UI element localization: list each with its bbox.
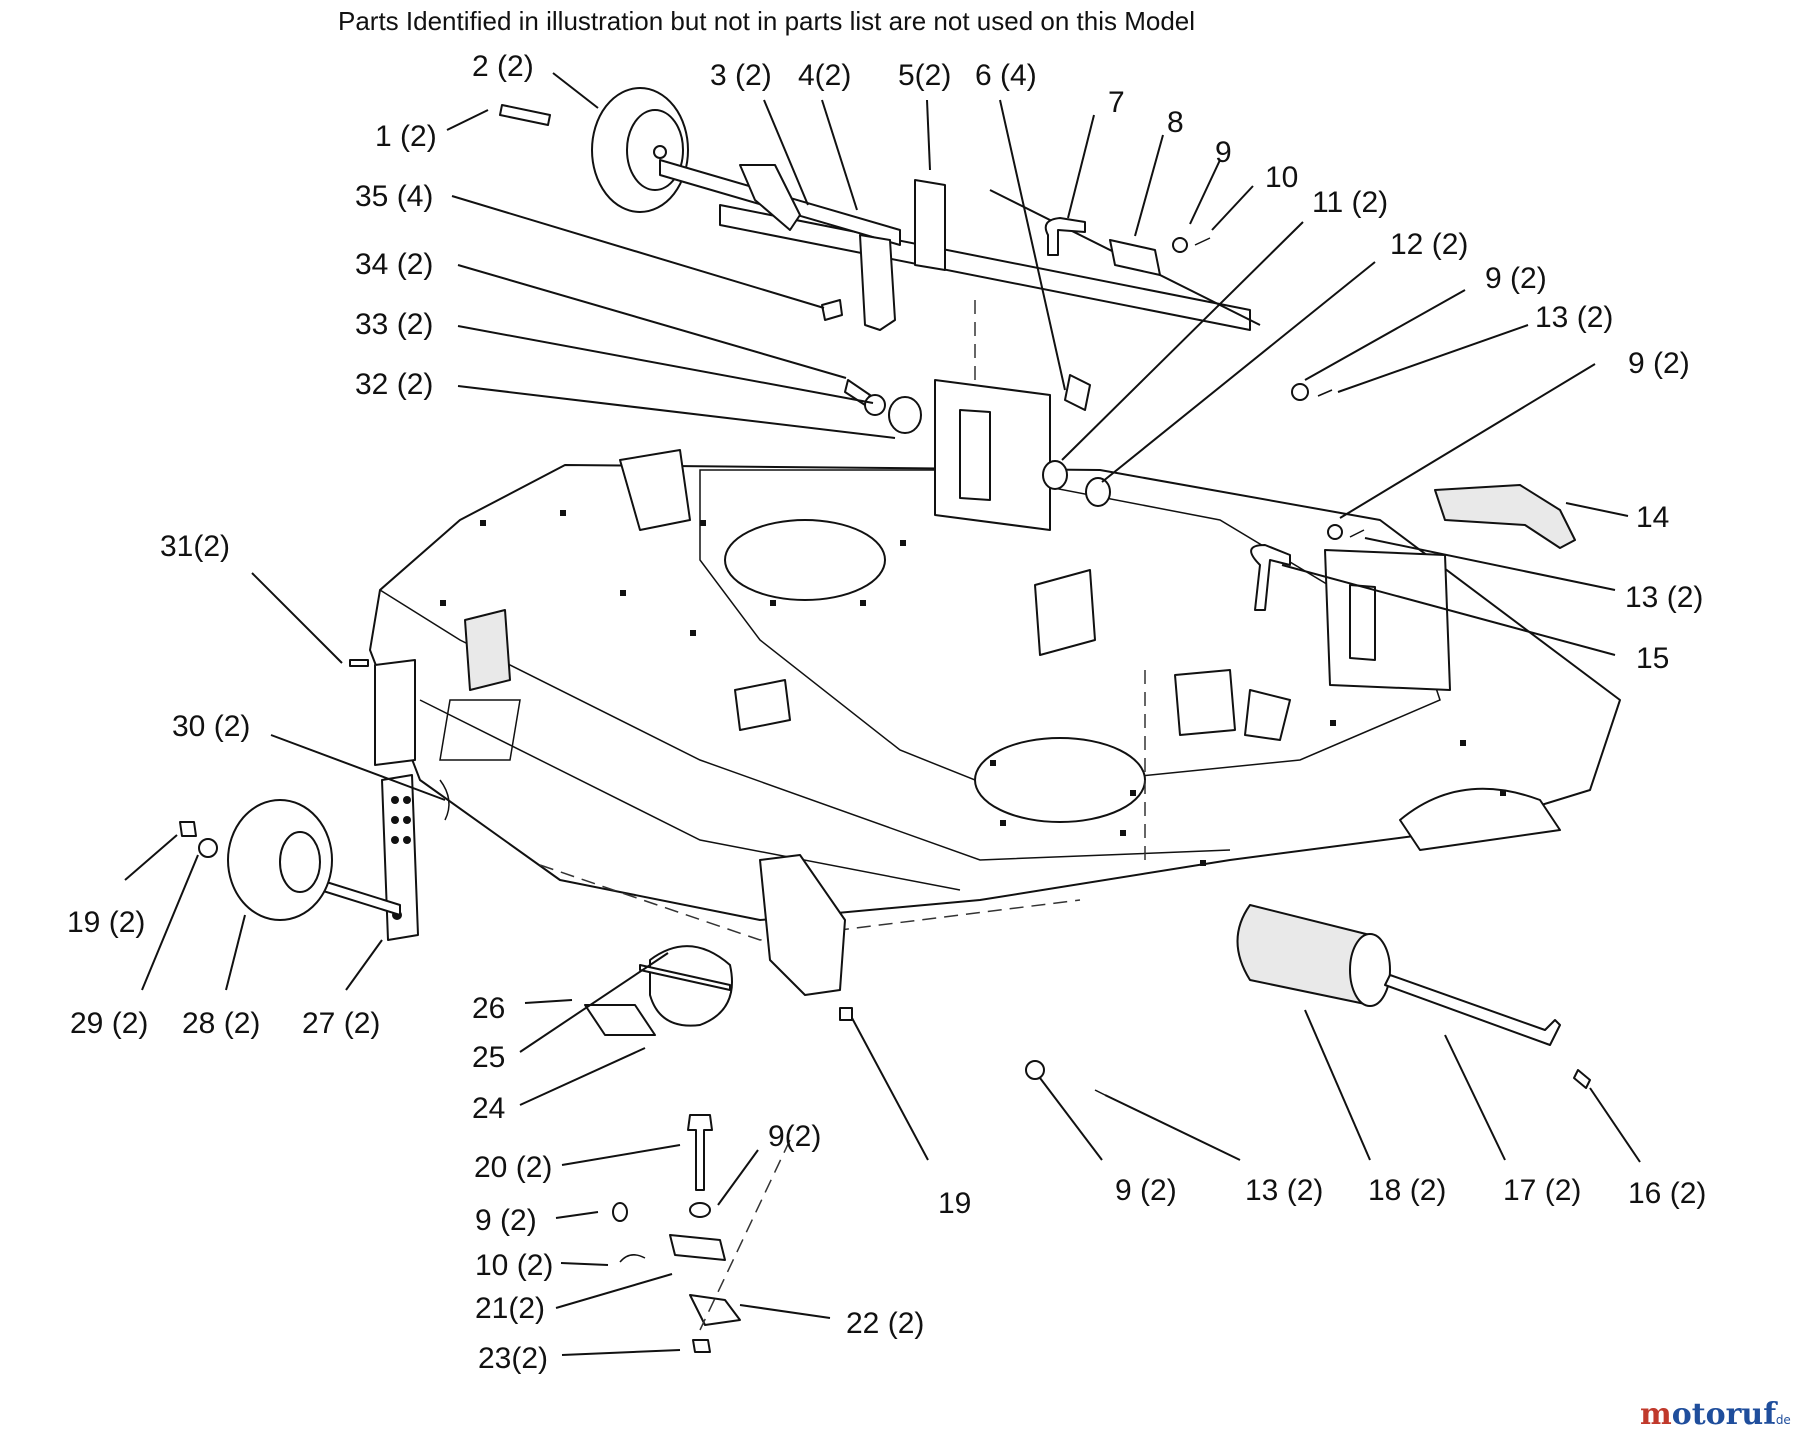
callout-label: 4(2) bbox=[798, 59, 851, 92]
link-arm-part-14 bbox=[1434, 484, 1576, 549]
front-wheel-part-2 bbox=[591, 87, 689, 213]
watermark-logo: motoruf .de bbox=[1640, 1397, 1791, 1432]
rod-part-17 bbox=[1384, 974, 1561, 1046]
callout-label: 20 (2) bbox=[474, 1151, 552, 1184]
callout-label: 25 bbox=[472, 1041, 505, 1074]
callout-label: 24 bbox=[472, 1092, 505, 1125]
nut-part-19 bbox=[839, 1007, 853, 1021]
blade-opening-right bbox=[1399, 787, 1561, 851]
pin-part-10-side bbox=[619, 1254, 646, 1263]
callout-label: 10 (2) bbox=[475, 1249, 553, 1282]
callout-label: 9(2) bbox=[768, 1120, 821, 1153]
callout-label: 18 (2) bbox=[1368, 1174, 1446, 1207]
diagram-note: Parts Identified in illustration but not… bbox=[338, 6, 1195, 36]
washer-part-33 bbox=[864, 394, 886, 416]
watermark-suffix: .de bbox=[1772, 1413, 1791, 1427]
bolt-part-25 bbox=[639, 964, 731, 991]
washer-part-11 bbox=[1042, 460, 1068, 490]
plate-part-5 bbox=[914, 179, 946, 271]
callout-label: 26 bbox=[472, 992, 505, 1025]
side-bracket bbox=[374, 659, 416, 766]
callout-label: 9 (2) bbox=[1628, 347, 1690, 380]
callout-label: 12 (2) bbox=[1390, 228, 1468, 261]
callout-label: 9 bbox=[1215, 136, 1232, 169]
callout-label: 13 (2) bbox=[1535, 301, 1613, 334]
callout-label: 3 (2) bbox=[710, 59, 772, 92]
pin-part-30 bbox=[439, 779, 450, 821]
blade-opening-left bbox=[724, 519, 886, 601]
callout-label: 10 bbox=[1265, 161, 1298, 194]
watermark-text: motoruf bbox=[1640, 1397, 1778, 1432]
clevis-part-22 bbox=[689, 1294, 741, 1326]
callout-label: 30 (2) bbox=[172, 710, 250, 743]
nut-part-35 bbox=[821, 299, 843, 321]
pin-part-16 bbox=[1573, 1069, 1591, 1089]
callout-label: 29 (2) bbox=[70, 1007, 148, 1040]
blade-opening-center bbox=[974, 737, 1146, 823]
axle-bolt-part-1 bbox=[499, 104, 551, 126]
washer-part-9-right bbox=[1291, 383, 1309, 401]
callout-label: 21(2) bbox=[475, 1292, 545, 1325]
callout-label: 11 (2) bbox=[1312, 186, 1388, 219]
callout-label: 13 (2) bbox=[1245, 1174, 1323, 1207]
callout-label: 19 (2) bbox=[67, 906, 145, 939]
callout-label: 33 (2) bbox=[355, 308, 433, 341]
pin-part-13-lower bbox=[1349, 529, 1365, 538]
pin-part-10 bbox=[1194, 237, 1211, 246]
nut-part-23 bbox=[692, 1339, 711, 1353]
bracket-part-3 bbox=[739, 164, 801, 231]
callout-label: 23(2) bbox=[478, 1342, 548, 1375]
callout-label: 34 (2) bbox=[355, 248, 433, 281]
bolt-part-20 bbox=[687, 1114, 713, 1191]
rod-part-15 bbox=[1250, 544, 1291, 611]
rod-part-7 bbox=[1044, 217, 1086, 256]
ring-part-12 bbox=[1085, 477, 1111, 507]
callout-label: 28 (2) bbox=[182, 1007, 260, 1040]
callout-label: 22 (2) bbox=[846, 1307, 924, 1340]
callout-label: 7 bbox=[1108, 86, 1125, 119]
washer-part-29 bbox=[198, 838, 218, 858]
pin-part-13-right bbox=[1317, 389, 1333, 397]
callout-label: 15 bbox=[1636, 642, 1669, 675]
roller-bracket bbox=[759, 854, 846, 996]
callout-label: 32 (2) bbox=[355, 368, 433, 401]
bolt-part-31 bbox=[349, 659, 369, 667]
washer-part-9 bbox=[1172, 237, 1188, 253]
link-part-21 bbox=[669, 1234, 726, 1261]
shaft-part-26 bbox=[584, 1004, 656, 1036]
washer-part-9-stack bbox=[689, 1202, 711, 1218]
callout-label: 9 (2) bbox=[1485, 262, 1547, 295]
washer-part-9-side bbox=[612, 1202, 628, 1222]
callout-label: 9 (2) bbox=[475, 1204, 537, 1237]
callout-label: 8 bbox=[1167, 106, 1184, 139]
callout-label: 17 (2) bbox=[1503, 1174, 1581, 1207]
link-part-8 bbox=[1109, 239, 1161, 276]
callout-label: 5(2) bbox=[898, 59, 951, 92]
callout-label: 14 bbox=[1636, 501, 1669, 534]
mower-deck-housing bbox=[369, 449, 1621, 941]
pin-part-13-bottom bbox=[1094, 1089, 1106, 1096]
callout-label: 27 (2) bbox=[302, 1007, 380, 1040]
pin-part-6 bbox=[1064, 374, 1091, 411]
callout-label: 1 (2) bbox=[375, 120, 437, 153]
callout-label: 13 (2) bbox=[1625, 581, 1703, 614]
callout-label: 9 (2) bbox=[1115, 1174, 1177, 1207]
callout-label: 16 (2) bbox=[1628, 1177, 1706, 1210]
callout-label: 19 bbox=[938, 1187, 971, 1220]
plate-part-4 bbox=[859, 234, 896, 331]
callout-label: 2 (2) bbox=[472, 50, 534, 83]
callout-label: 31(2) bbox=[160, 530, 230, 563]
callout-label: 35 (4) bbox=[355, 180, 433, 213]
leader-lines bbox=[124, 72, 1641, 1356]
callout-labels: 2 (2) 1 (2) 3 (2) 4(2) 5(2) 6 (4) 7 8 9 … bbox=[67, 50, 1706, 1375]
height-bracket-part-27 bbox=[381, 774, 419, 941]
bushing-part-32 bbox=[888, 396, 922, 434]
callout-label: 6 (4) bbox=[975, 59, 1037, 92]
washer-part-9-bottom bbox=[1025, 1060, 1045, 1080]
nut-part-19-left bbox=[179, 821, 197, 837]
washer-part-9-lower bbox=[1327, 524, 1343, 540]
roller-part-24 bbox=[649, 945, 733, 1027]
